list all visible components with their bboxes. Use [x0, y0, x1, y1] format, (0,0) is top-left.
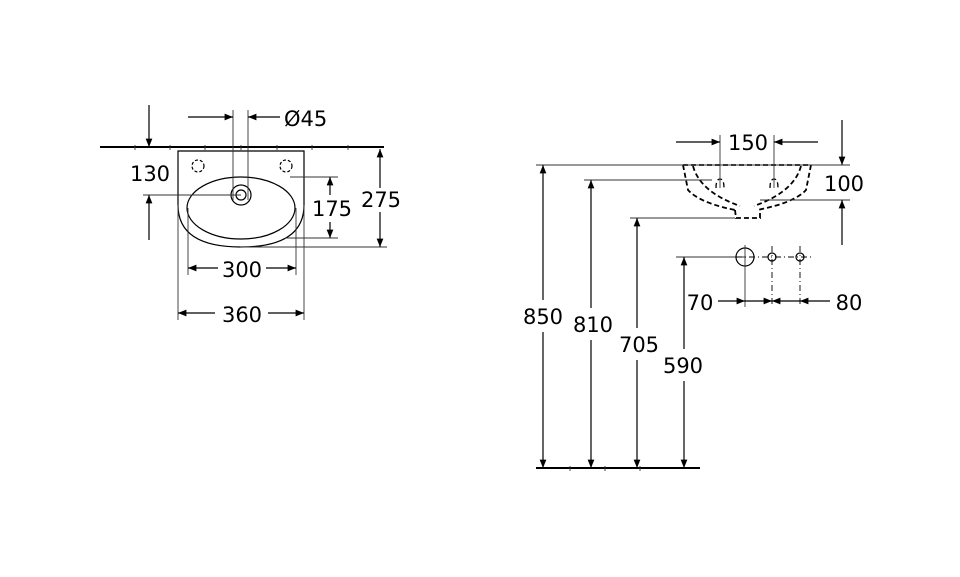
dimension-150: 150: [676, 131, 818, 188]
side-view: 150 100 850 810 705: [523, 120, 864, 471]
dimension-175: 175: [285, 176, 352, 239]
dimension-360: 360: [177, 205, 305, 327]
waste-spacing-80-label: 80: [836, 291, 863, 315]
diameter-label: Ø45: [284, 107, 327, 131]
bowl-width-label: 300: [222, 258, 262, 282]
basin-outline: [177, 150, 305, 248]
overflow-hole-left: [191, 159, 205, 173]
rim-height-label: 850: [523, 305, 563, 329]
basin-height-label: 100: [824, 172, 864, 196]
dimension-70-80: 70 80: [687, 291, 863, 315]
supply-height-label: 590: [663, 354, 703, 378]
bowl-depth-label: 175: [312, 197, 352, 221]
dimension-590: 590: [663, 256, 745, 468]
top-view: Ø45 130 175 275 30: [100, 105, 401, 327]
waste-outlet-height-label: 705: [619, 333, 659, 357]
waste-spacing-70-label: 70: [687, 291, 714, 315]
overflow-height-label: 810: [573, 313, 613, 337]
bowl-outline: [186, 176, 296, 240]
dimension-300: 300: [187, 208, 297, 282]
total-depth-label: 275: [361, 188, 401, 212]
dimension-850: 850: [523, 164, 850, 468]
tap-offset-label: 130: [130, 162, 170, 186]
total-width-label: 360: [222, 303, 262, 327]
wall-ticks: [134, 145, 349, 150]
dimension-275: 275: [240, 149, 401, 248]
pipe-connections: [735, 245, 812, 307]
dimension-705: 705: [619, 217, 735, 468]
overflow-hole-right: [279, 159, 293, 173]
dimension-130: 130: [130, 105, 241, 240]
basin-profile: [682, 164, 812, 219]
dimension-diameter: Ø45: [188, 107, 327, 200]
hole-spacing-label: 150: [728, 131, 768, 155]
dimension-810: 810: [573, 179, 712, 468]
dimension-100: 100: [760, 120, 864, 245]
